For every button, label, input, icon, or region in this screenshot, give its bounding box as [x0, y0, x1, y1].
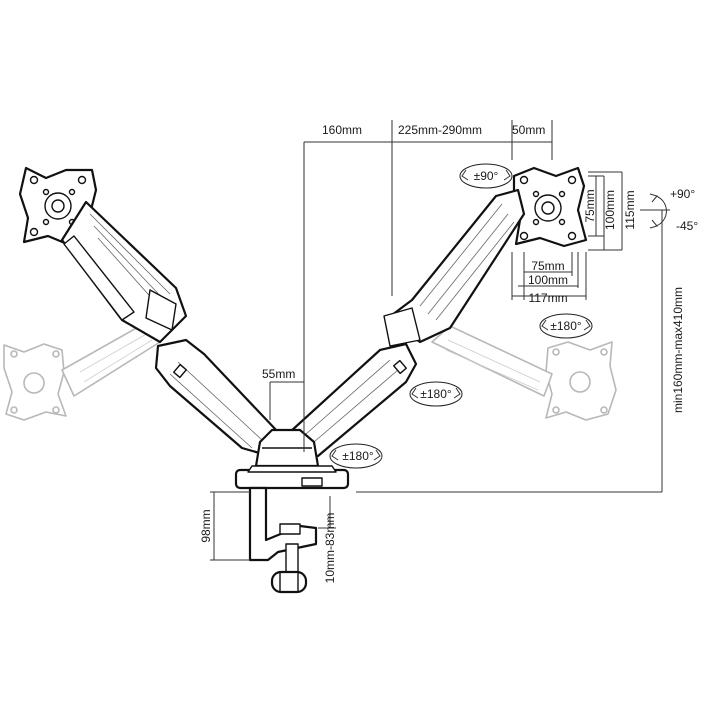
label-rotate-180-right: ±180° [550, 319, 582, 333]
dim-vesa-115mm-vertical: 115mm [623, 190, 637, 229]
desk-base [234, 465, 350, 490]
rotation-badge-right [539, 313, 593, 339]
dim-clamp-10-83mm: 10mm-83mm [323, 513, 337, 584]
dim-225-290mm: 225mm-290mm [398, 123, 482, 137]
label-rotate-180-base: ±180° [342, 449, 374, 463]
rotation-badge-base [329, 443, 383, 469]
label-tilt-up: +90° [670, 187, 695, 201]
left-upper-arm [60, 200, 188, 344]
dim-vesa-117mm-horizontal: 117mm [528, 291, 567, 305]
ghost-left-arm [61, 325, 161, 397]
rotation-badge-mid [409, 381, 463, 407]
left-lower-arm [154, 338, 280, 458]
label-rotate-180-mid: ±180° [420, 387, 452, 401]
dim-98mm: 98mm [199, 509, 213, 542]
rotation-badge-swivel-top [459, 163, 513, 189]
label-tilt-down: -45° [676, 219, 698, 233]
desk-clamp [248, 486, 318, 594]
tilt-indicator [649, 193, 667, 229]
ghost-right-vesa-plate [545, 341, 617, 421]
dim-vesa-75mm-vertical: 75mm [583, 189, 597, 222]
right-upper-arm [383, 188, 526, 347]
dim-50mm: 50mm [512, 123, 545, 137]
dim-vesa-100mm-horizontal: 100mm [528, 273, 568, 287]
dim-vesa-75mm-horizontal: 75mm [531, 259, 564, 273]
dim-55mm: 55mm [262, 367, 295, 381]
dim-160mm: 160mm [322, 123, 362, 137]
dim-vesa-100mm-vertical: 100mm [603, 190, 617, 230]
dimension-lines [210, 120, 670, 561]
dim-height-range: min160mm-max410mm [671, 287, 685, 413]
ghost-left-vesa-plate [3, 343, 67, 421]
label-swivel-90: ±90° [474, 169, 499, 183]
right-vesa-plate [512, 166, 588, 248]
